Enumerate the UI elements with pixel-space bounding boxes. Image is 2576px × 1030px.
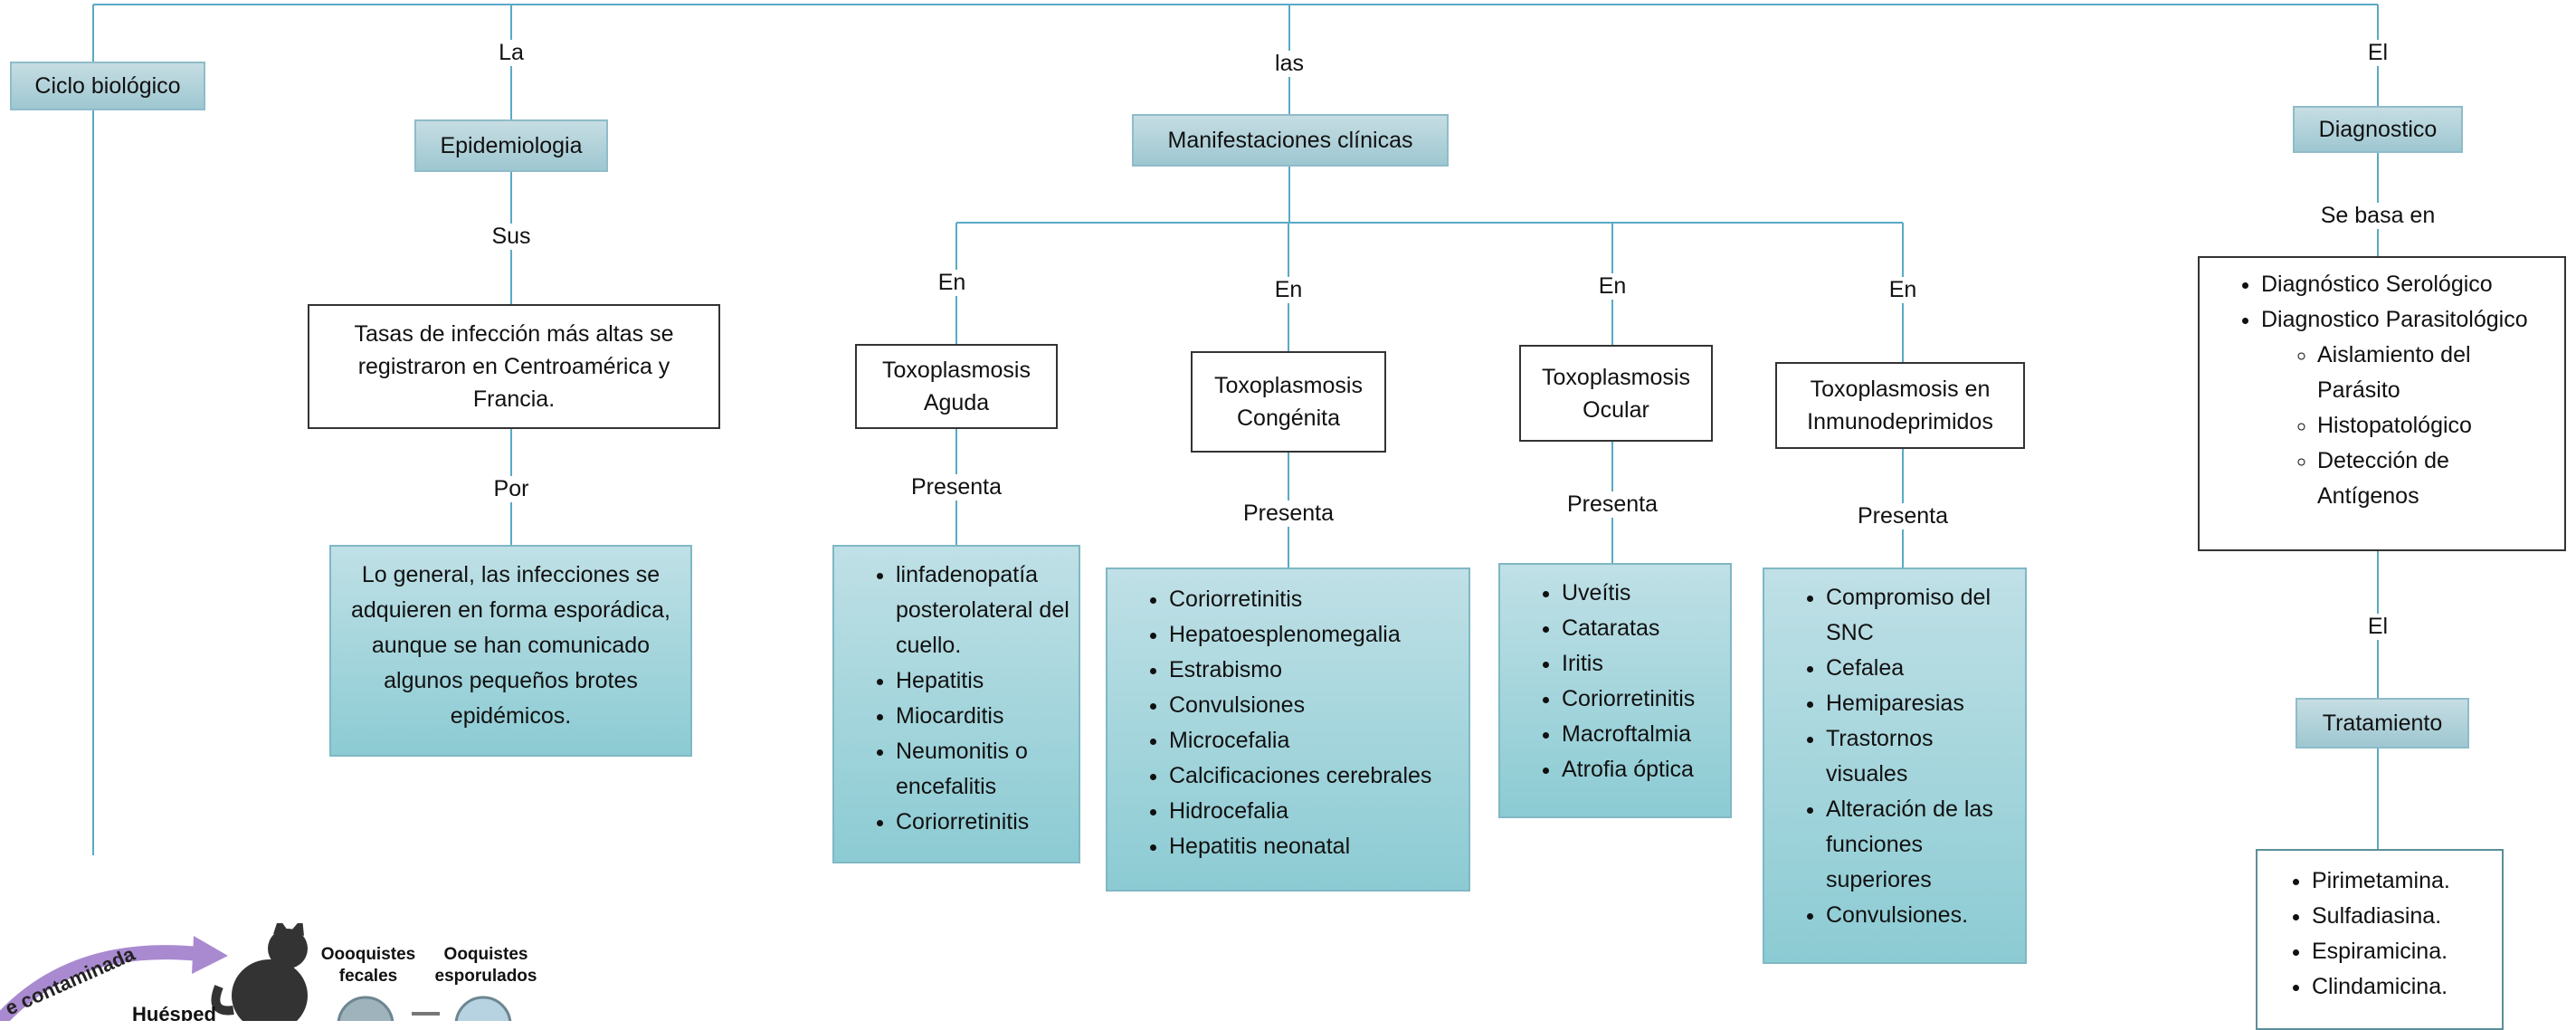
arrow-label: e contaminada [2, 942, 139, 1020]
branch-aguda-connector: En [934, 270, 970, 296]
diagnosis-item-label: Diagnostico Parasitológico [2261, 307, 2528, 332]
epidemiology-connector-por: Por [490, 476, 533, 502]
treatment-title: Tratamiento [2322, 710, 2443, 736]
cat-icon [211, 923, 308, 1021]
manifestations-node: Manifestaciones clínicas [1132, 114, 1449, 167]
branch-congenita-presenta: Presenta [1239, 501, 1338, 527]
toxo-aguda-title: Toxoplasmosis Aguda [882, 358, 1031, 415]
epidemiology-title: Epidemiologia [440, 132, 583, 158]
diagnosis-item: Diagnóstico Serológico [2261, 267, 2555, 302]
toxo-inmuno-title: Toxoplasmosis en Inmunodeprimidos [1807, 377, 1993, 434]
host-label: Huésped [132, 1003, 216, 1021]
drug-item: Espiramicina. [2312, 934, 2502, 969]
branch-inmuno-presenta: Presenta [1853, 503, 1953, 529]
branch-ocular-connector: En [1594, 273, 1630, 300]
treatment-drugs-box: Pirimetamina. Sulfadiasina. Espiramicina… [2256, 849, 2504, 1030]
toxo-congenita-title: Toxoplasmosis Congénita [1214, 373, 1363, 431]
drug-item: Sulfadiasina. [2312, 899, 2502, 934]
symptom-item: Iritis [1562, 646, 1730, 682]
manifestations-connector-las: las [1271, 51, 1307, 77]
arrow-head-icon [192, 936, 228, 974]
symptom-item: Hepatoesplenomegalia [1169, 617, 1469, 653]
fecal-oocyst-icon [337, 996, 394, 1021]
treatment-node: Tratamiento [2296, 698, 2469, 749]
congenita-symptoms-box: Coriorretinitis Hepatoesplenomegalia Est… [1106, 567, 1470, 892]
toxo-inmuno-node: Toxoplasmosis en Inmunodeprimidos [1775, 362, 2025, 449]
epidemiology-connector-sus: Sus [488, 224, 535, 250]
symptom-item: Macroftalmia [1562, 717, 1730, 752]
ciclo-biologico-node: Ciclo biológico [10, 62, 205, 110]
epidemiology-node: Epidemiologia [414, 119, 608, 172]
symptom-item: Microcefalia [1169, 723, 1469, 758]
symptom-item: Calcificaciones cerebrales [1169, 758, 1469, 794]
branch-inmuno-connector: En [1885, 277, 1921, 303]
drug-item: Clindamicina. [2312, 969, 2502, 1005]
symptom-item: Compromiso del SNC [1826, 580, 2016, 651]
epidemiology-general-text: Lo general, las infecciones se adquieren… [351, 562, 671, 729]
infection-rates-box: Tasas de infección más altas se registra… [308, 304, 720, 429]
symptom-item: Miocarditis [896, 699, 1069, 734]
symptom-item: Estrabismo [1169, 653, 1469, 688]
symptom-item: Uveítis [1562, 576, 1730, 611]
diagnosis-methods-box: Diagnóstico Serológico Diagnostico Paras… [2198, 256, 2566, 551]
branch-aguda-presenta: Presenta [907, 474, 1006, 501]
toxo-congenita-node: Toxoplasmosis Congénita [1191, 351, 1386, 453]
toxo-aguda-node: Toxoplasmosis Aguda [855, 344, 1058, 429]
symptom-item: Coriorretinitis [1169, 582, 1469, 617]
symptom-item: Trastornos visuales [1826, 721, 2016, 792]
symptom-item: Convulsiones [1169, 688, 1469, 723]
toxo-ocular-title: Toxoplasmosis Ocular [1542, 364, 1690, 423]
symptom-item: Coriorretinitis [1562, 682, 1730, 717]
symptom-item: Alteración de las funciones superiores [1826, 792, 2016, 898]
toxo-ocular-node: Toxoplasmosis Ocular [1519, 345, 1713, 442]
symptom-item: Hemiparesias [1826, 686, 2016, 721]
diagnosis-connector-el: El [2363, 40, 2392, 66]
infection-rates-text: Tasas de infección más altas se registra… [354, 321, 674, 412]
diagnosis-sub-item: Aislamiento del Parásito [2317, 338, 2555, 408]
symptom-item: Cataratas [1562, 611, 1730, 646]
manifestations-title: Manifestaciones clínicas [1167, 127, 1413, 153]
ocular-symptoms-box: Uveítis Cataratas Iritis Coriorretinitis… [1498, 563, 1732, 818]
symptom-item: Convulsiones. [1826, 898, 2016, 933]
diagnosis-sub-item: Histopatológico [2317, 408, 2555, 443]
symptom-item: linfadenopatía posterolateral del cuello… [896, 558, 1069, 663]
epidemiology-connector-la: La [495, 40, 528, 66]
symptom-item: Hidrocefalia [1169, 794, 1469, 829]
symptom-item: Neumonitis o encefalitis [896, 734, 1069, 805]
symptom-item: Hepatitis neonatal [1169, 829, 1469, 864]
sporulated-oocyst-icon [454, 996, 512, 1021]
diagnosis-title: Diagnostico [2318, 116, 2438, 142]
drug-item: Pirimetamina. [2312, 863, 2502, 899]
symptom-item: Coriorretinitis [896, 805, 1069, 840]
diagnosis-node: Diagnostico [2293, 106, 2463, 153]
symptom-item: Hepatitis [896, 663, 1069, 699]
diagnosis-item: Diagnostico Parasitológico Aislamiento d… [2261, 302, 2555, 514]
epidemiology-general-box: Lo general, las infecciones se adquieren… [329, 545, 692, 757]
symptom-item: Atrofia óptica [1562, 752, 1730, 787]
symptom-item: Cefalea [1826, 651, 2016, 686]
diagnosis-connector-basa: Se basa en [2316, 203, 2439, 229]
aguda-symptoms-box: linfadenopatía posterolateral del cuello… [832, 545, 1080, 863]
treatment-connector-el: El [2363, 614, 2392, 640]
branch-ocular-presenta: Presenta [1563, 491, 1662, 518]
ciclo-biologico-title: Ciclo biológico [34, 72, 181, 99]
inmuno-symptoms-box: Compromiso del SNC Cefalea Hemiparesias … [1763, 567, 2027, 964]
contamination-arrow [0, 945, 200, 1021]
diagnosis-sub-item: Detección de Antígenos [2317, 443, 2555, 514]
branch-congenita-connector: En [1270, 277, 1307, 303]
